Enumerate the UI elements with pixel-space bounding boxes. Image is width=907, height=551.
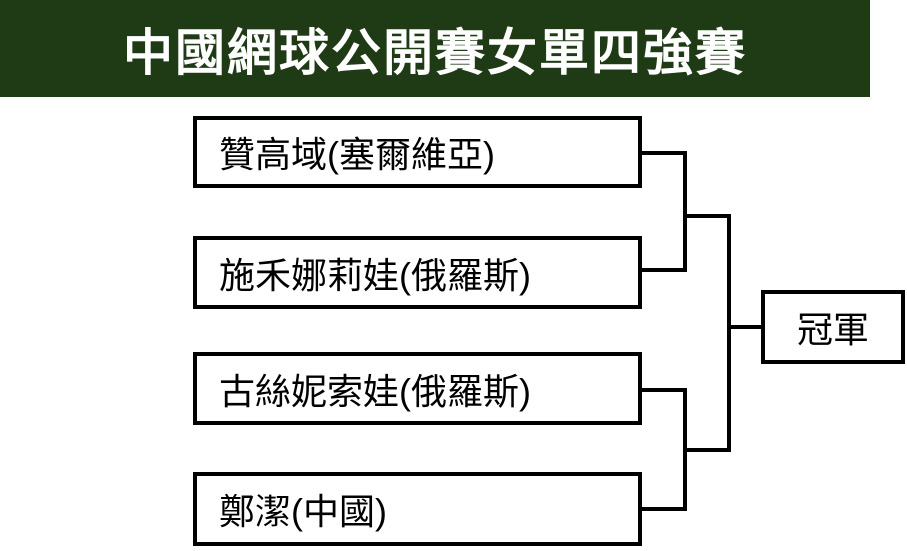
champion-box: 冠軍 [761,290,905,364]
semifinal-2-connector [640,388,687,511]
player-box-2: 施禾娜莉娃(俄羅斯) [193,236,642,309]
player-box-4: 鄭潔(中國) [193,472,642,546]
title-banner: 中國網球公開賽女單四強賽 [0,0,870,97]
semifinal-1-connector [640,151,687,272]
player-box-3: 古絲妮索娃(俄羅斯) [193,352,642,425]
player-box-1: 贊高域(塞爾維亞) [193,116,642,188]
